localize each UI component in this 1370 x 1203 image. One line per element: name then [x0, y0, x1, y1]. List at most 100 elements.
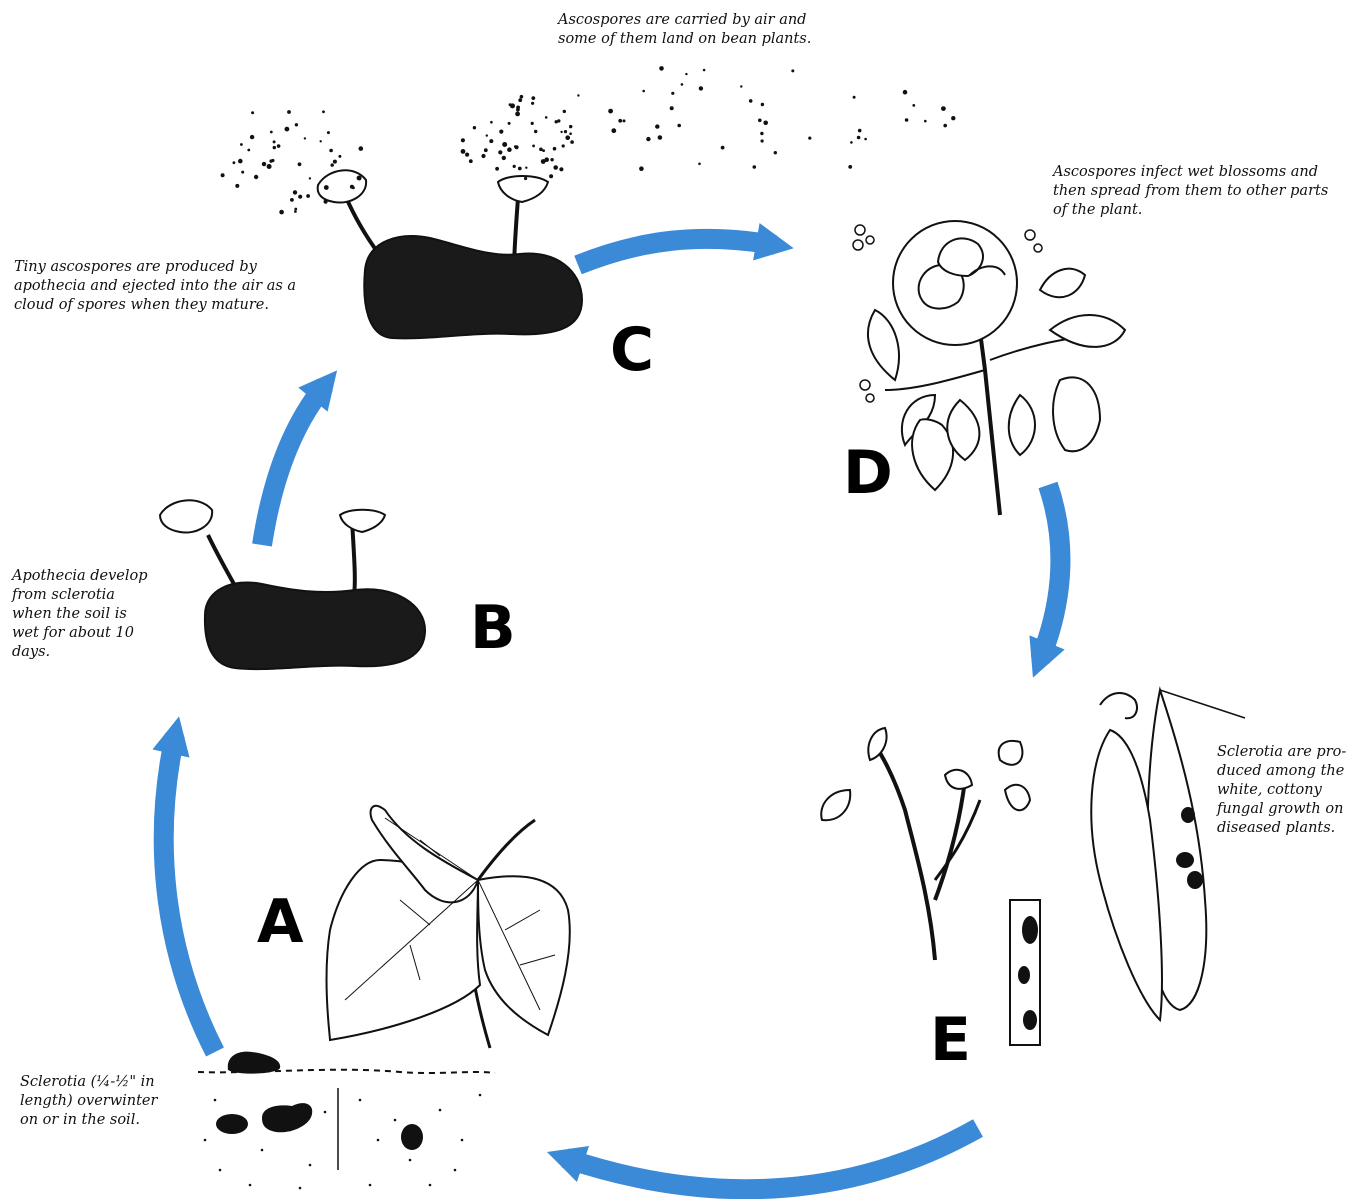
- spore-dot: [658, 135, 663, 140]
- spore-dot: [520, 95, 524, 99]
- spore-dot: [749, 99, 753, 103]
- spore-dot: [293, 190, 297, 194]
- spore-dot: [761, 139, 764, 142]
- infected-stem-icon: [821, 728, 1040, 1045]
- cycle-arrow-icon: [164, 735, 215, 1052]
- spore-dot: [677, 124, 681, 128]
- spore-dot: [499, 130, 503, 134]
- spore-dot: [502, 156, 506, 160]
- spore-dot: [670, 106, 674, 110]
- spore-dot: [238, 159, 243, 164]
- spore-dot: [254, 175, 258, 179]
- spore-dot: [553, 147, 557, 151]
- spore-dot: [290, 198, 294, 202]
- spore-dot: [774, 151, 777, 154]
- spore-dot: [285, 127, 290, 132]
- spore-dot: [241, 171, 244, 174]
- spore-dot: [251, 111, 254, 114]
- caption-stage-a: Sclerotia (¼-½" in length) overwinter on…: [20, 1073, 157, 1130]
- spore-dot: [270, 131, 273, 134]
- spore-dot: [532, 145, 535, 148]
- spore-dot: [277, 144, 281, 148]
- spore-dot: [333, 160, 337, 164]
- spore-dot: [331, 163, 334, 166]
- spore-dot: [850, 141, 853, 144]
- spore-dot: [327, 131, 330, 134]
- spore-dot: [924, 120, 927, 123]
- spore-dot: [357, 176, 362, 181]
- spore-dot: [550, 158, 553, 161]
- spore-dot: [912, 104, 915, 107]
- spore-dot: [240, 143, 243, 146]
- spore-dot: [570, 140, 574, 144]
- stage-a-illustration: [198, 806, 570, 1189]
- spore-dot: [858, 129, 862, 133]
- spore-dot: [758, 119, 762, 123]
- spore-dot: [322, 110, 325, 113]
- caption-stage-e: Sclerotia are pro- duced among the white…: [1217, 743, 1346, 838]
- stage-label-e: E: [930, 1010, 971, 1070]
- spore-dot: [671, 92, 674, 95]
- spore-dot: [306, 194, 310, 198]
- spore-dot: [486, 134, 488, 136]
- spore-dot: [329, 149, 333, 153]
- spore-dot: [531, 102, 534, 105]
- spore-dot: [525, 167, 527, 169]
- caption-stage-b: Apothecia develop from sclerotia when th…: [12, 567, 148, 662]
- cycle-arrow-icon: [1040, 485, 1060, 660]
- spore-dot: [608, 109, 613, 114]
- spore-dot: [294, 210, 297, 213]
- spore-dot: [699, 86, 703, 90]
- spore-dot: [473, 126, 476, 129]
- spore-dot: [279, 210, 284, 215]
- spore-dot: [481, 154, 485, 158]
- spore-dot: [567, 136, 570, 139]
- bean-plant-icon: [326, 806, 569, 1048]
- spore-dot: [808, 137, 811, 140]
- spore-dot: [324, 185, 329, 190]
- spore-dot: [549, 174, 553, 178]
- spore-dot: [655, 124, 659, 128]
- spore-dot: [267, 164, 272, 169]
- spore-dot: [247, 149, 250, 152]
- spore-dot: [560, 131, 562, 133]
- cycle-arrow-icon: [578, 239, 775, 265]
- spore-dot: [489, 139, 493, 143]
- spore-dot: [681, 83, 684, 86]
- spore-dot: [721, 146, 725, 150]
- spore-dot: [233, 161, 236, 164]
- spore-dot: [484, 148, 488, 152]
- sclerotium-icon: [216, 1052, 423, 1150]
- spore-dot: [763, 121, 768, 126]
- cycle-arrow-icon: [565, 1128, 978, 1189]
- spore-dot: [295, 123, 298, 126]
- spore-dot: [760, 132, 763, 135]
- spore-dot: [495, 167, 499, 171]
- stage-b-illustration: [160, 500, 425, 669]
- spore-dot: [905, 118, 909, 122]
- spore-dot: [273, 140, 276, 143]
- spore-dot: [761, 103, 764, 106]
- spore-dot: [541, 159, 546, 164]
- stage-label-b: B: [470, 598, 516, 658]
- spore-dot: [848, 165, 852, 169]
- spore-dot: [623, 119, 626, 122]
- spore-dot: [352, 186, 355, 189]
- spore-dot: [740, 85, 742, 87]
- bean-pod-icon: [1091, 690, 1245, 1020]
- spore-dot: [642, 90, 645, 93]
- spore-dot: [618, 119, 622, 123]
- spore-dot: [235, 184, 239, 188]
- caption-stage-d: Ascospores infect wet blossoms and then …: [1053, 163, 1328, 220]
- spore-dot: [941, 106, 946, 111]
- spore-dot: [324, 200, 328, 204]
- spore-dot: [359, 146, 364, 151]
- spore-dot: [502, 142, 507, 147]
- spore-dot: [531, 96, 535, 100]
- spore-dot: [515, 112, 520, 117]
- spore-dot: [753, 165, 757, 169]
- spore-dot: [569, 125, 572, 128]
- spore-dot: [559, 167, 563, 171]
- spore-dot: [461, 149, 466, 154]
